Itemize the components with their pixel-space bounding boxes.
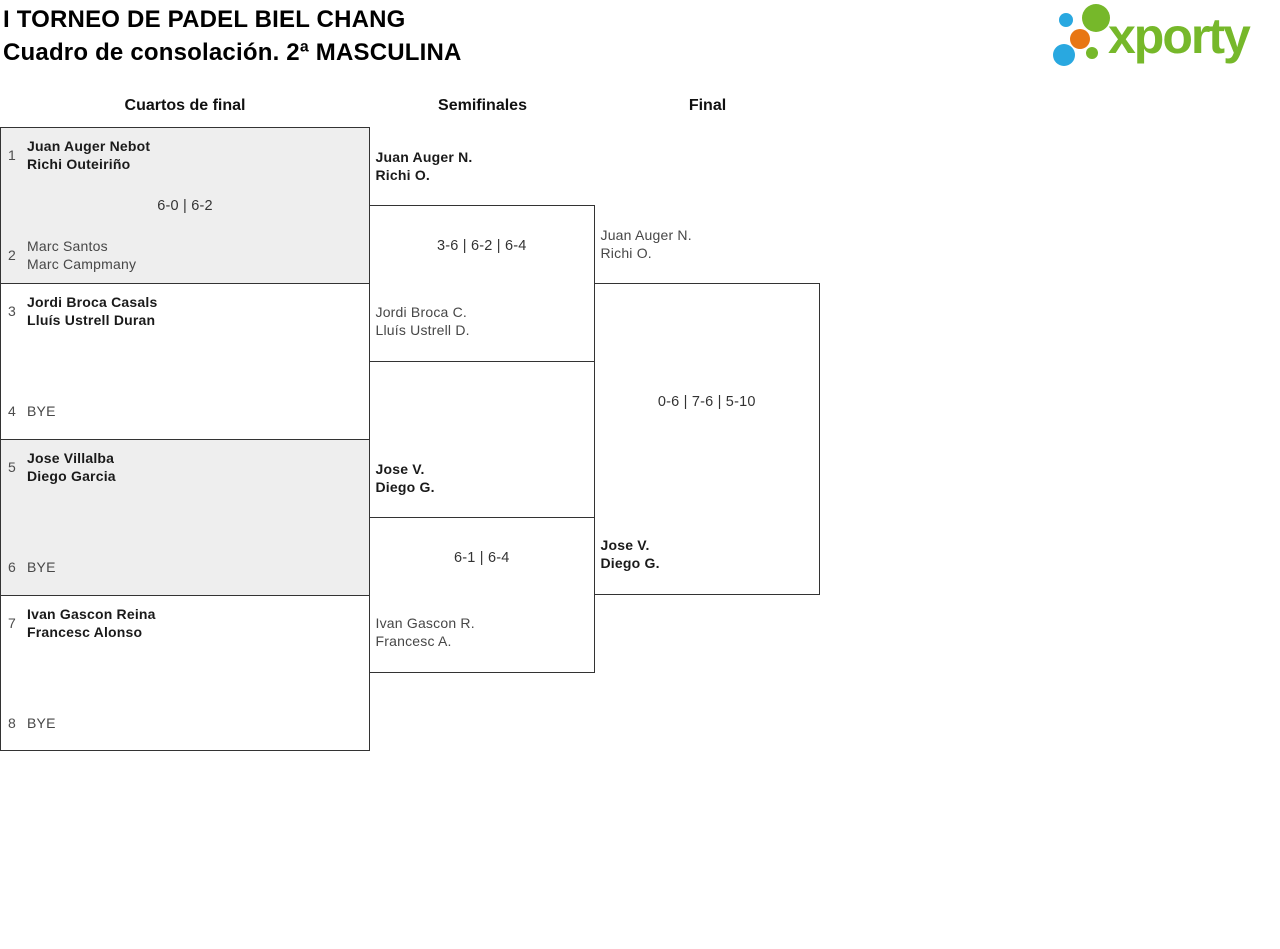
match-score: 0-6 | 7-6 | 5-10: [657, 394, 756, 410]
logo-dot-icon: [1070, 29, 1090, 49]
match-quarterfinal-1: 1 Juan Auger Nebot Richi Outeiriño 6-0 |…: [0, 127, 370, 285]
match-quarterfinal-4: 7 Ivan Gascon Reina Francesc Alonso 8 BY…: [0, 595, 370, 751]
match-semifinal-2: Jose V. Diego G. 6-1 | 6-4 Ivan Gascon R…: [368, 461, 595, 673]
page-header: I TORNEO DE PADEL BIEL CHANG Cuadro de c…: [3, 3, 462, 69]
round-header-cuartos-de-final: Cuartos de final: [124, 97, 246, 114]
team-pair: Juan Auger N. Richi O.: [601, 226, 692, 262]
team-pair: Juan Auger N. Richi O.: [376, 148, 473, 184]
team-pair: Marc Santos Marc Campmany: [27, 237, 136, 273]
player-name: Jordi Broca C.: [375, 303, 467, 320]
match-final: Juan Auger N. Richi O. 0-6 | 7-6 | 5-10 …: [593, 227, 820, 595]
player-name: Juan Auger Nebot: [27, 138, 151, 154]
match-score: 6-0 | 6-2: [157, 198, 213, 214]
team-pair: Jordi Broca C. Lluís Ustrell D.: [376, 303, 470, 339]
team-pair: BYE: [27, 714, 56, 732]
match-quarterfinal-3: 5 Jose Villalba Diego Garcia 6 BYE: [0, 439, 370, 597]
team-pair: BYE: [27, 558, 56, 576]
tournament-title: I TORNEO DE PADEL BIEL CHANG: [3, 6, 406, 33]
match-quarterfinal-2: 3 Jordi Broca Casals Lluís Ustrell Duran…: [0, 283, 370, 441]
player-name: Francesc Alonso: [27, 624, 143, 640]
player-name: Marc Santos: [27, 238, 108, 254]
player-name: Diego G.: [375, 479, 435, 495]
player-name: Francesc A.: [375, 632, 452, 649]
player-name: Jose V.: [375, 461, 425, 477]
team-pair: Jose Villalba Diego Garcia: [27, 449, 116, 485]
round-header-semifinales: Semifinales: [438, 97, 527, 114]
team-pair: Ivan Gascon R. Francesc A.: [376, 614, 475, 650]
match-semifinal-1: Juan Auger N. Richi O. 3-6 | 6-2 | 6-4 J…: [368, 149, 595, 362]
player-name: Juan Auger N.: [375, 149, 473, 165]
match-score: 6-1 | 6-4: [453, 550, 510, 566]
match-score: 3-6 | 6-2 | 6-4: [436, 238, 527, 254]
bye-label: BYE: [27, 403, 56, 419]
player-name: Ivan Gascon R.: [375, 614, 475, 631]
team-pair: BYE: [27, 402, 56, 420]
bye-label: BYE: [27, 559, 56, 575]
team-pair: Jose V. Diego G.: [601, 536, 660, 572]
player-name: Richi Outeiriño: [27, 156, 131, 172]
player-name: Richi O.: [375, 167, 430, 183]
logo-dot-icon: [1053, 44, 1075, 66]
team-pair: Ivan Gascon Reina Francesc Alonso: [27, 605, 156, 641]
player-name: Richi O.: [600, 245, 652, 261]
player-name: Jose V.: [600, 537, 650, 553]
bracket-subtitle: Cuadro de consolación. 2ª MASCULINA: [3, 39, 462, 66]
xporty-logo-text: xporty: [1108, 8, 1251, 64]
player-name: Diego G.: [600, 555, 660, 571]
seed-number: 1: [8, 147, 16, 163]
logo-dot-icon: [1082, 4, 1110, 32]
seed-number: 3: [8, 303, 16, 319]
team-pair: Juan Auger Nebot Richi Outeiriño: [27, 137, 150, 173]
player-name: Juan Auger N.: [600, 227, 692, 243]
seed-number: 2: [8, 247, 16, 263]
player-name: Jordi Broca Casals: [27, 294, 158, 310]
round-header-final: Final: [688, 97, 727, 114]
logo-dot-icon: [1059, 13, 1073, 27]
seed-number: 7: [8, 615, 16, 631]
player-name: Jose Villalba: [27, 450, 115, 466]
player-name: Ivan Gascon Reina: [27, 606, 156, 622]
logo-dot-icon: [1086, 47, 1098, 59]
player-name: Marc Campmany: [27, 256, 137, 272]
team-pair: Jose V. Diego G.: [376, 460, 435, 496]
xporty-logo[interactable]: xporty: [1050, 0, 1280, 74]
seed-number: 5: [8, 459, 16, 475]
seed-number: 8: [8, 715, 16, 731]
seed-number: 4: [8, 403, 16, 419]
player-name: Diego Garcia: [27, 468, 116, 484]
seed-number: 6: [8, 559, 16, 575]
player-name: Lluís Ustrell D.: [375, 321, 470, 338]
bye-label: BYE: [27, 715, 56, 731]
team-pair: Jordi Broca Casals Lluís Ustrell Duran: [27, 293, 157, 329]
player-name: Lluís Ustrell Duran: [27, 312, 156, 328]
